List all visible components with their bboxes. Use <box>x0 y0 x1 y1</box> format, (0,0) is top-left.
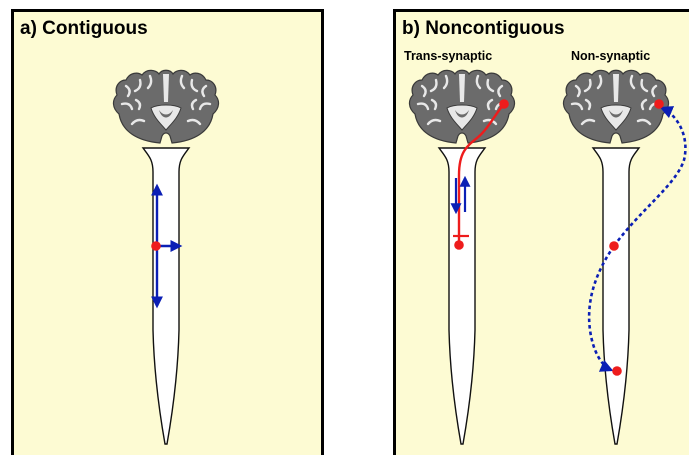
brain-b1 <box>409 70 514 143</box>
lesion-dot-b1-lower <box>454 240 464 250</box>
spinal-cord-b2 <box>593 148 639 444</box>
brain-a <box>113 70 218 143</box>
brain-b2 <box>563 70 668 143</box>
spinal-cord-b1 <box>439 148 485 444</box>
cns-diagram-contiguous <box>113 70 218 444</box>
cns-diagram-non-synaptic <box>563 70 668 444</box>
lesion-dot-b1-upper <box>499 99 509 109</box>
spinal-cord-a <box>143 148 189 444</box>
lesion-dot-b2-middle <box>609 241 619 251</box>
cns-diagram-trans-synaptic <box>409 70 514 444</box>
lesion-dot-b2-lower <box>612 366 622 376</box>
lesion-dot-b2-upper <box>654 99 664 109</box>
lesion-dot-a <box>151 241 161 251</box>
